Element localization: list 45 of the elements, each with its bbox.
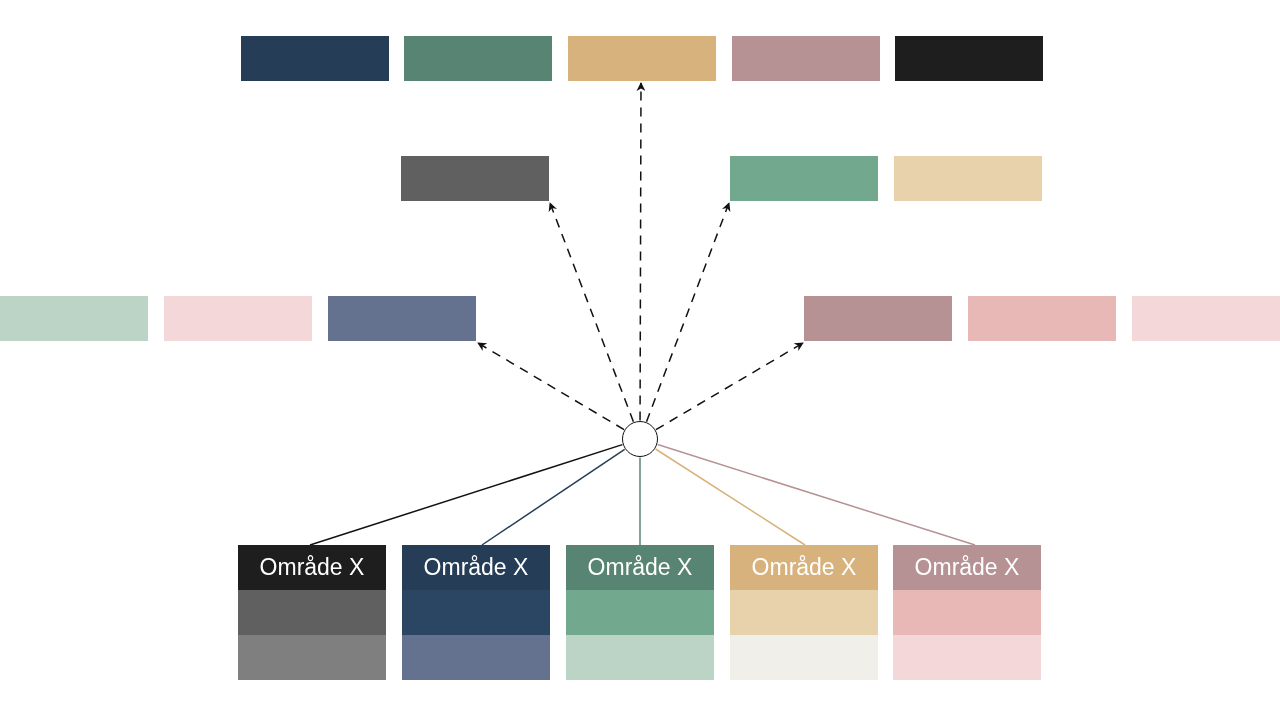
color-block: [241, 36, 389, 81]
color-block: [804, 296, 952, 341]
color-block: [894, 156, 1042, 201]
color-block: [730, 156, 878, 201]
dashed-arrow: [636, 82, 646, 422]
color-block: [568, 36, 716, 81]
color-block: [566, 635, 714, 680]
color-block: [404, 36, 552, 81]
connector-line: [656, 443, 976, 546]
connector-line: [639, 456, 641, 546]
color-block: [328, 296, 476, 341]
color-block: [566, 590, 714, 635]
color-block: [401, 156, 549, 201]
connector-line: [654, 448, 806, 546]
header-label: Område X: [423, 554, 529, 581]
header-box: [402, 545, 550, 590]
color-block: [732, 36, 880, 81]
color-block: [893, 635, 1041, 680]
dashed-arrow: [548, 202, 635, 423]
header-label: Område X: [259, 554, 365, 581]
dashed-arrow: [477, 342, 625, 431]
color-block: [893, 590, 1041, 635]
header-box: [238, 545, 386, 590]
connector-line: [309, 443, 624, 546]
color-block: [238, 590, 386, 635]
header-label: Område X: [914, 554, 1020, 581]
color-block: [895, 36, 1043, 81]
header-box: [893, 545, 1041, 590]
color-block: [402, 635, 550, 680]
dashed-arrow: [645, 202, 731, 423]
color-block: [238, 635, 386, 680]
header-label: Område X: [587, 554, 693, 581]
header-label: Område X: [751, 554, 857, 581]
color-block: [1132, 296, 1280, 341]
color-block: [730, 635, 878, 680]
connector-line: [481, 448, 626, 546]
color-block: [402, 590, 550, 635]
color-block: [164, 296, 312, 341]
color-block: [730, 590, 878, 635]
dashed-arrow: [655, 342, 804, 431]
color-block: [968, 296, 1116, 341]
header-box: [566, 545, 714, 590]
header-box: [730, 545, 878, 590]
hub-circle: [622, 421, 658, 457]
color-block: [0, 296, 148, 341]
